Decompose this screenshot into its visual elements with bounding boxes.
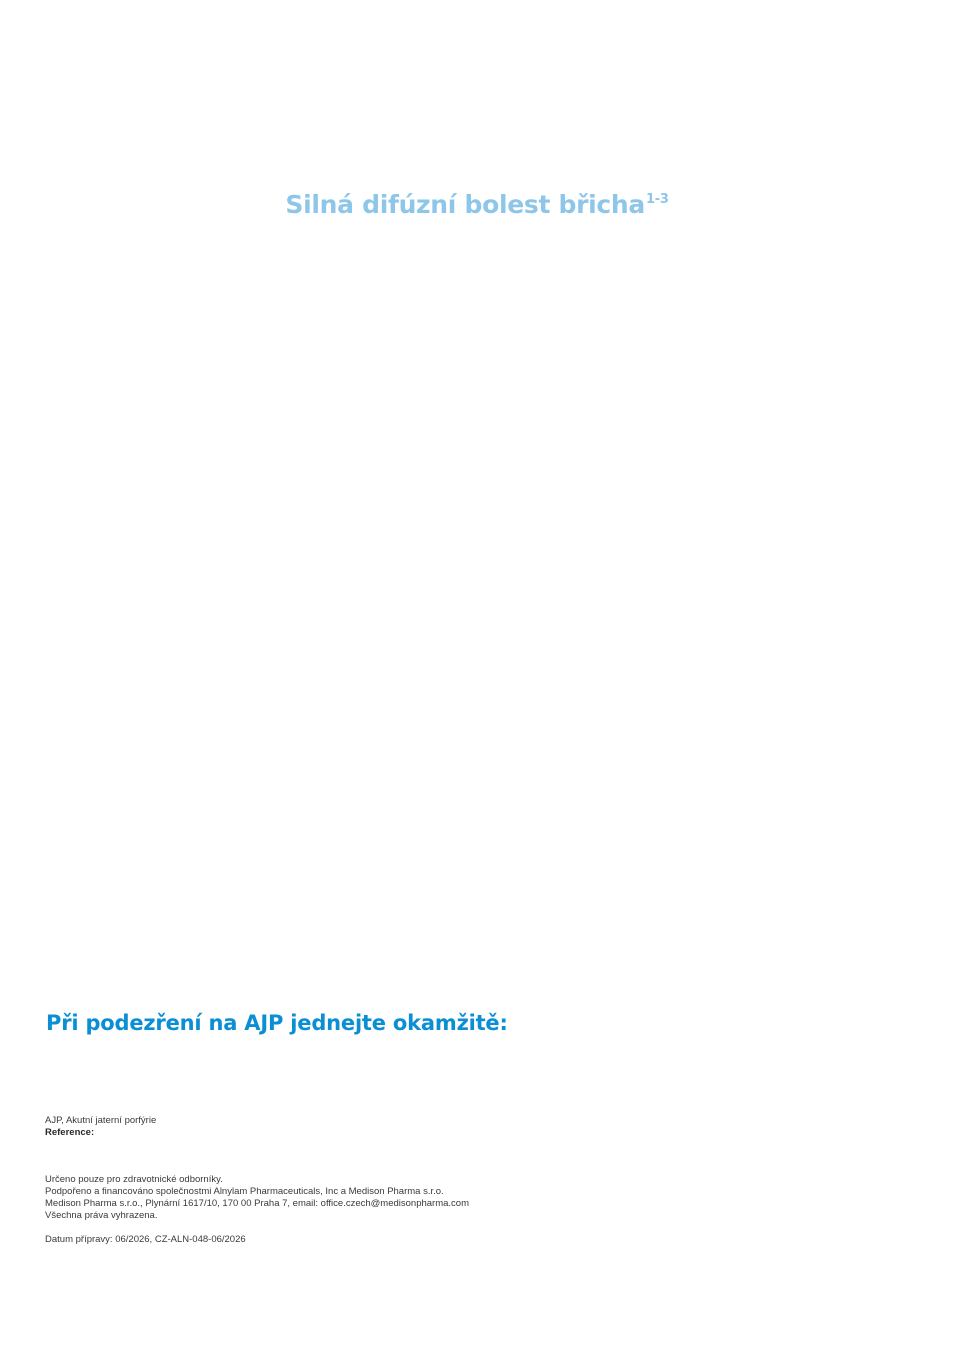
footer-line-rights: Všechna práva vyhrazena.	[45, 1210, 158, 1221]
footer-date: Datum přípravy: 06/2026, CZ-ALN-048-06/2…	[45, 1234, 246, 1245]
footer-line-address: Medison Pharma s.r.o., Plynární 1617/10,…	[45, 1198, 469, 1209]
references-label: Reference:	[45, 1127, 95, 1138]
footer-legal: Určeno pouze pro zdravotnické odborníky.…	[45, 1174, 469, 1222]
headline-superscript: 1-3	[646, 192, 669, 207]
headline-text: Silná difúzní bolest břicha	[285, 190, 645, 219]
headline: Silná difúzní bolest břicha1-3	[0, 190, 954, 219]
footer-line-sponsor: Podpořeno a financováno společnostmi Aln…	[45, 1186, 444, 1197]
footer-line-audience: Určeno pouze pro zdravotnické odborníky.	[45, 1174, 223, 1185]
abbreviation-note: AJP, Akutní jaterní porfýrie	[45, 1115, 157, 1126]
call-to-action-heading: Při podezření na AJP jednejte okamžitě:	[46, 1011, 508, 1035]
